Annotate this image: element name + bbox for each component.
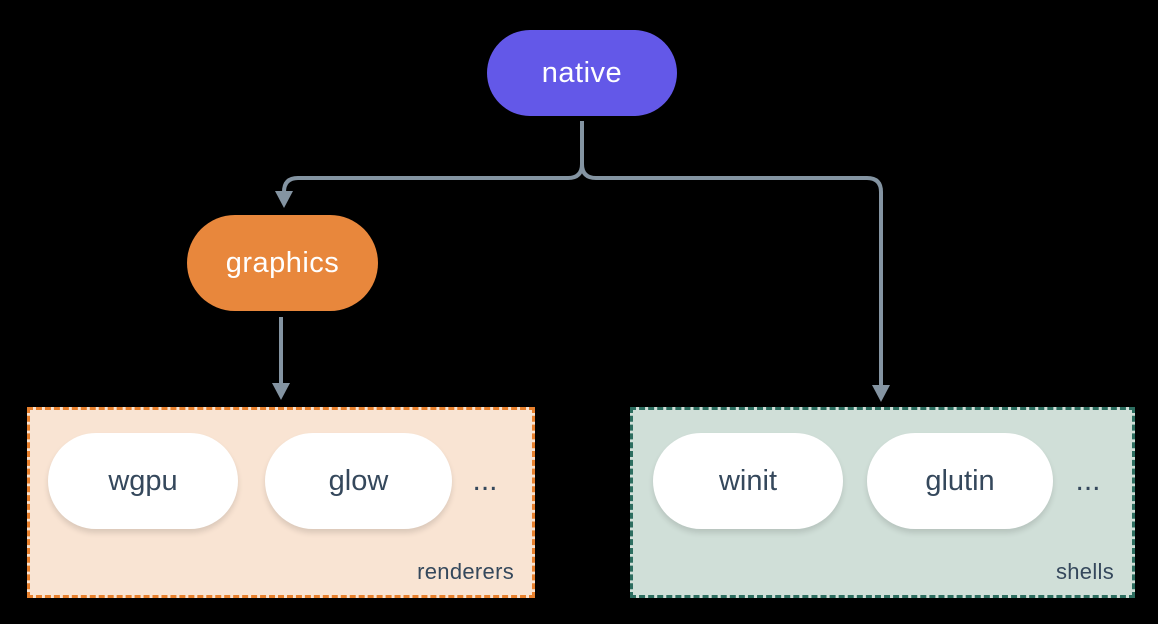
node-native: native bbox=[487, 30, 677, 116]
node-native-label: native bbox=[541, 56, 623, 89]
node-glow-label: glow bbox=[328, 464, 389, 497]
node-glow: glow bbox=[265, 433, 452, 529]
node-graphics-label: graphics bbox=[225, 246, 340, 279]
arrowhead-shells bbox=[872, 385, 890, 402]
node-wgpu-label: wgpu bbox=[108, 464, 178, 497]
group-renderers: wgpu glow ... renderers bbox=[27, 407, 535, 598]
shells-ellipsis: ... bbox=[1075, 464, 1101, 497]
group-shells-label: shells bbox=[1055, 559, 1114, 584]
node-winit-label: winit bbox=[718, 464, 777, 497]
arrowhead-graphics bbox=[275, 191, 293, 208]
node-glutin: glutin bbox=[867, 433, 1053, 529]
group-renderers-label: renderers bbox=[417, 559, 514, 584]
node-wgpu: wgpu bbox=[48, 433, 238, 529]
node-winit: winit bbox=[653, 433, 843, 529]
group-shells: winit glutin ... shells bbox=[630, 407, 1135, 598]
arrowhead-renderers bbox=[272, 383, 290, 400]
node-graphics: graphics bbox=[187, 215, 378, 311]
renderers-ellipsis: ... bbox=[472, 464, 498, 497]
node-glutin-label: glutin bbox=[925, 464, 995, 497]
edge-native-shells bbox=[580, 121, 883, 386]
edge-native-graphics bbox=[282, 121, 584, 193]
